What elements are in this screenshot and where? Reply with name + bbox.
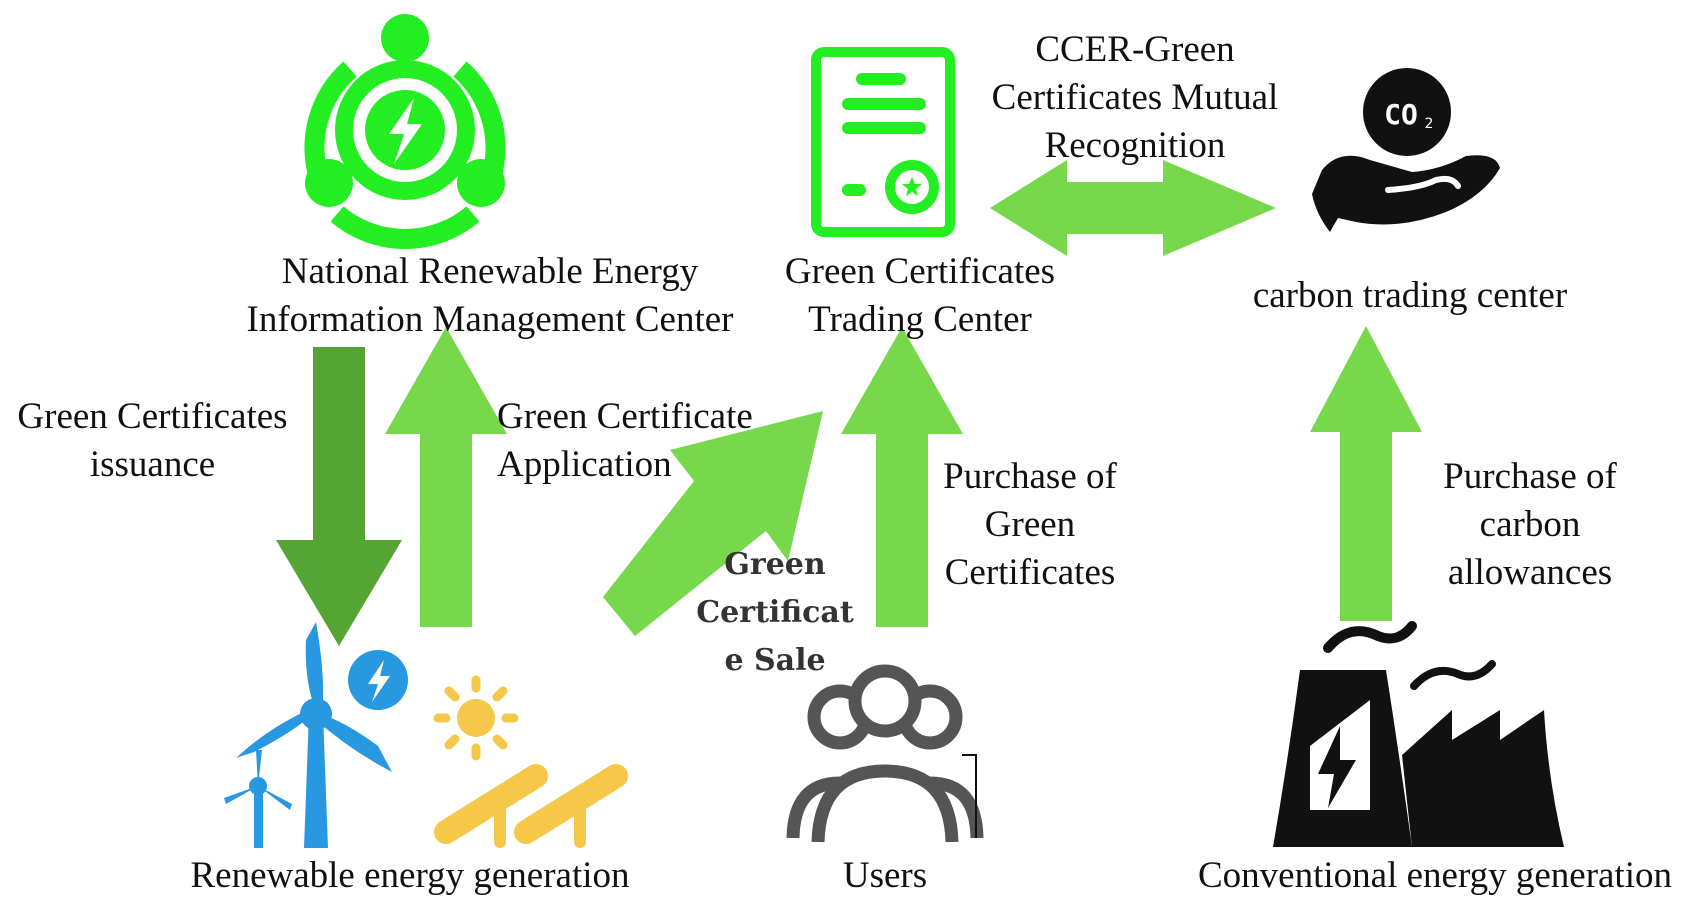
purchase-green-arrow [841,327,963,627]
users-label: Users [842,855,928,896]
users-icon [786,664,984,843]
co2-hand-icon: CO 2 [1312,68,1500,232]
management-center-label: National Renewable Energy Information Ma… [246,251,734,340]
application-arrow [385,327,507,627]
mutual-recognition-label: CCER-Green Certificates Mutual Recogniti… [991,29,1279,166]
carbon-center-label: carbon trading center [1252,275,1568,316]
lightning-network-icon [304,14,506,249]
power-plant-icon [1273,621,1564,847]
renewable-generation-label: Renewable energy generation [190,855,630,896]
issuance-arrow [276,347,402,646]
co2-label: CO [1384,98,1418,131]
wind-solar-icon [224,622,628,848]
certificate-icon [811,47,955,237]
svg-text:2: 2 [1425,116,1434,132]
purchase-carbon-label: Purchase of carbon allowances [1443,456,1617,593]
sale-arrow [603,411,823,636]
trading-center-label: Green Certificates Trading Center [784,251,1056,340]
issuance-label: Green Certificates issuance [17,396,288,485]
sale-label: Green Certificat e Sale [696,547,854,678]
conventional-generation-label: Conventional energy generation [1197,855,1672,896]
application-label: Green Certificate Application [497,396,753,485]
purchase-carbon-arrow [1310,326,1422,621]
purchase-green-label: Purchase of Green Certificates [943,456,1117,593]
mutual-recognition-arrow [990,160,1276,256]
